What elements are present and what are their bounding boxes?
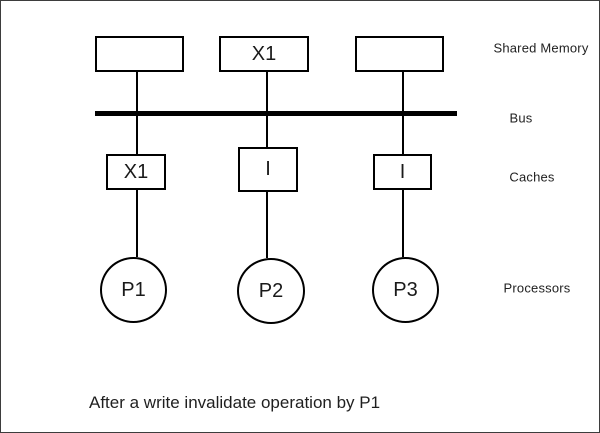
cache-box-2: I (238, 147, 298, 192)
shared-memory-box-1 (95, 36, 184, 72)
cache-box-3: I (373, 154, 432, 190)
row-label-processors: Processors (503, 280, 571, 296)
processor-circle-3: P3 (372, 257, 439, 323)
diagram-caption: After a write invalidate operation by P1 (89, 393, 381, 412)
row-label-shared-memory: Shared Memory (493, 40, 589, 56)
row-label-caches: Caches (509, 169, 555, 185)
shared-memory-box-2: X1 (219, 36, 309, 72)
row-label-bus: Bus (509, 110, 533, 126)
bus-line (95, 111, 457, 116)
processor-circle-1: P1 (100, 257, 167, 323)
shared-memory-box-3 (355, 36, 444, 72)
cache-box-1: X1 (106, 154, 166, 190)
processor-circle-2: P2 (237, 258, 305, 324)
